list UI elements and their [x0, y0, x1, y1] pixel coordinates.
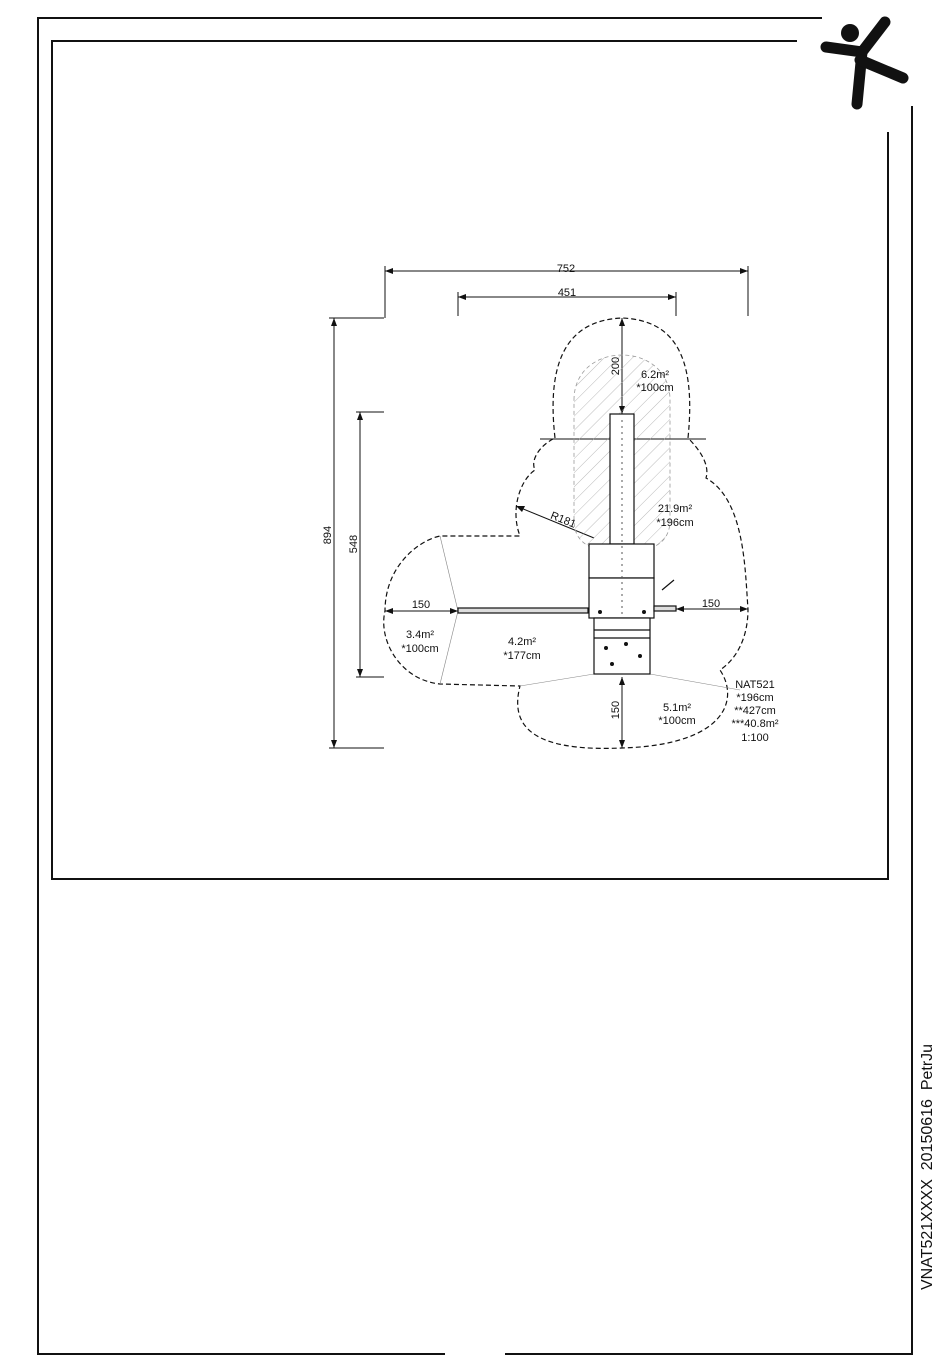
- zone-left-height: *100cm: [401, 643, 438, 655]
- dim-top-clearance: 200: [610, 357, 622, 375]
- zone-center-height: *196cm: [656, 517, 693, 529]
- dim-right-clearance: 150: [702, 598, 720, 610]
- jumping-figure-logo: [826, 22, 903, 104]
- outer-frame: [38, 18, 912, 1354]
- dim-inner-height: 548: [348, 535, 360, 553]
- dim-radius: R181: [549, 510, 578, 531]
- dim-overall-width: 752: [557, 263, 575, 275]
- drawing-frame: [52, 41, 888, 879]
- zone-top-height: *100cm: [636, 382, 673, 394]
- product-fall-height: *196cm: [736, 692, 773, 704]
- drawing-id: VNAT521XXXX 20150616 PetrJu: [919, 1044, 936, 1290]
- zone-middle-area: 4.2m²: [508, 636, 536, 648]
- dim-inner-width: 451: [558, 287, 576, 299]
- zone-center-area: 21.9m²: [658, 503, 693, 515]
- product-code: NAT521: [735, 679, 775, 691]
- dim-overall-height: 894: [322, 526, 334, 544]
- product-safety-area: ***40.8m²: [731, 718, 778, 730]
- dim-left-clearance: 150: [412, 599, 430, 611]
- product-free-height: **427cm: [734, 705, 776, 717]
- safety-zone-outline: [384, 318, 748, 748]
- dim-bottom-clearance: 150: [610, 701, 622, 719]
- zone-bottom-height: *100cm: [658, 715, 695, 727]
- zone-bottom-area: 5.1m²: [663, 702, 691, 714]
- zone-middle-height: *177cm: [503, 650, 540, 662]
- zone-top-area: 6.2m²: [641, 369, 669, 381]
- product-scale: 1:100: [741, 732, 769, 744]
- zone-left-area: 3.4m²: [406, 629, 434, 641]
